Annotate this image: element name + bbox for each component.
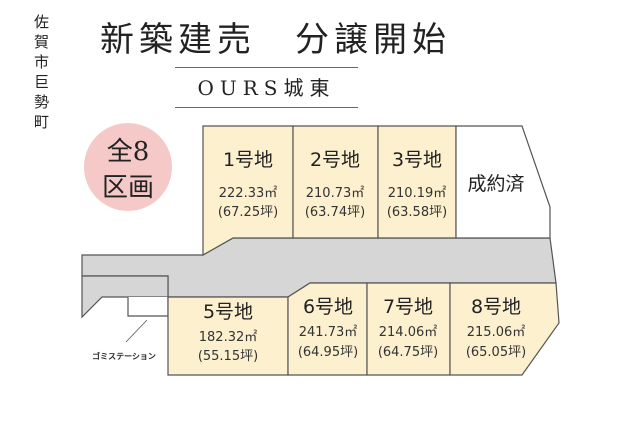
garbage-station-label: ゴミステーション [92,351,156,361]
badge-line2: 区画 [102,173,154,203]
lot-7-tsubo: (64.75坪) [378,345,438,360]
badge-line1: 全8 [107,137,150,167]
lot-2[interactable] [292,125,379,239]
lot-count-badge [84,123,172,211]
lot-3-label: 3号地 [392,149,442,171]
lot-3-tsubo: (63.58坪) [387,205,447,220]
divider-top [175,67,358,68]
location-text: 佐賀市巨勢町 [32,14,50,134]
development-name: OURS城東 [197,76,336,100]
lot-2-area: 210.73㎡ [306,186,365,201]
lot-8[interactable] [449,282,560,376]
lot-3[interactable] [377,125,457,239]
lot-3-area: 210.19㎡ [388,186,447,201]
lot-8-label: 8号地 [471,296,521,318]
lot-1-tsubo: (67.25坪) [218,205,278,220]
page-title: 新築建売 分譲開始 [100,20,451,60]
lot-6-label: 6号地 [303,296,353,318]
lot-5-label: 5号地 [203,301,253,323]
leader-line [125,319,148,343]
lot-6-tsubo: (64.95坪) [298,345,358,360]
lot-4-sold[interactable] [455,125,551,239]
lot-1-label: 1号地 [223,149,273,171]
lot-1-area: 222.33㎡ [219,186,278,201]
lot-2-tsubo: (63.74坪) [305,205,365,220]
lot-5-area: 182.32㎡ [199,330,258,345]
lot-4-sold-label: 成約済 [467,173,524,195]
lot-1[interactable] [202,125,294,257]
lot-6-area: 241.73㎡ [299,325,358,340]
divider-bottom [175,107,358,108]
lot-7-label: 7号地 [383,296,433,318]
lot-7-area: 214.06㎡ [379,325,438,340]
lot-8-tsubo: (65.05坪) [466,345,526,360]
lot-8-area: 215.06㎡ [467,325,526,340]
lot-2-label: 2号地 [310,149,360,171]
lot-5-tsubo: (55.15坪) [198,349,258,364]
garbage-station-box [127,297,169,317]
